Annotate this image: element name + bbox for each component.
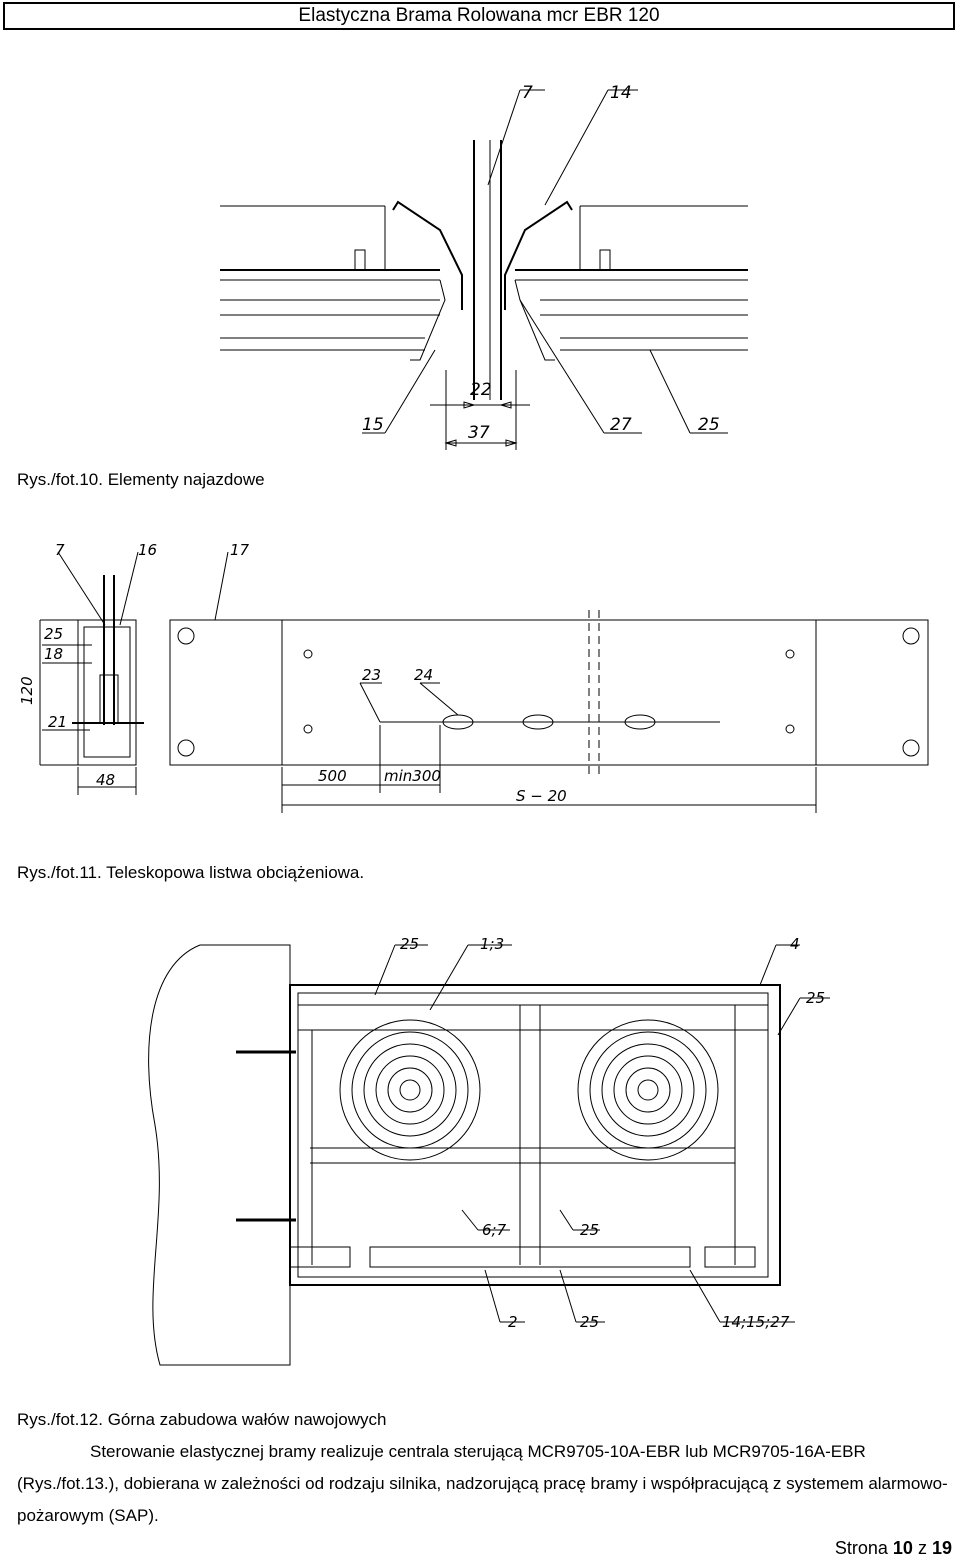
figure-12-drawing: 25 1;3 4 25 6;7 25 2 25 14;15;27 (148, 935, 830, 1366)
fig12-label-4: 4 (790, 935, 800, 953)
fig11-label-24: 24 (414, 666, 433, 684)
fig11-label-25: 25 (44, 625, 63, 643)
fig12-label-141527: 14;15;27 (722, 1313, 790, 1331)
fig11-label-500: 500 (318, 767, 347, 785)
document-header: Elastyczna Brama Rolowana mcr EBR 120 (3, 2, 955, 30)
page-prefix: Strona (834, 1538, 888, 1558)
fig11-label-48: 48 (96, 771, 115, 789)
figure-11-caption: Rys./fot.11. Teleskopowa listwa obciążen… (17, 863, 365, 882)
fig12-label-2: 2 (508, 1313, 518, 1331)
figure-10-drawing: 7 14 15 22 37 27 25 (220, 83, 748, 450)
fig11-label-17: 17 (230, 541, 250, 559)
fig10-label-25: 25 (698, 415, 720, 435)
fig11-label-16: 16 (138, 541, 157, 559)
fig12-label-67: 6;7 (482, 1221, 507, 1239)
fig12-label-13: 1;3 (480, 935, 504, 953)
fig11-label-s20: S − 20 (516, 787, 567, 805)
fig12-label-25d: 25 (580, 1313, 599, 1331)
fig12-label-25a: 25 (400, 935, 419, 953)
fig10-label-15: 15 (362, 415, 384, 435)
page-footer: Strona 10 z 19 (835, 1538, 952, 1559)
fig11-label-120: 120 (18, 676, 36, 705)
fig12-label-25b: 25 (806, 989, 825, 1007)
fig11-label-min300: min300 (384, 767, 441, 785)
page-total: 19 (931, 1538, 952, 1558)
figure-11-drawing: 7 16 17 25 18 120 21 48 23 24 500 min300… (18, 541, 929, 813)
fig10-label-7: 7 (522, 83, 533, 103)
fig10-label-22: 22 (470, 380, 492, 400)
fig10-label-14: 14 (610, 83, 632, 103)
fig11-label-21: 21 (48, 713, 67, 731)
figure-12-caption: Rys./fot.12. Górna zabudowa wałów nawojo… (17, 1410, 387, 1429)
fig10-label-27: 27 (610, 415, 632, 435)
page-separator: z (917, 1538, 927, 1558)
figure-10-caption: Rys./fot.10. Elementy najazdowe (17, 470, 265, 489)
fig10-label-37: 37 (468, 423, 490, 443)
document-title: Elastyczna Brama Rolowana mcr EBR 120 (298, 5, 660, 26)
fig11-label-7: 7 (55, 541, 65, 559)
fig11-label-23: 23 (362, 666, 381, 684)
fig11-label-18: 18 (44, 645, 63, 663)
page-number: 10 (892, 1538, 913, 1558)
body-paragraph: Sterowanie elastycznej bramy realizuje c… (17, 1442, 948, 1525)
fig12-label-25c: 25 (580, 1221, 599, 1239)
